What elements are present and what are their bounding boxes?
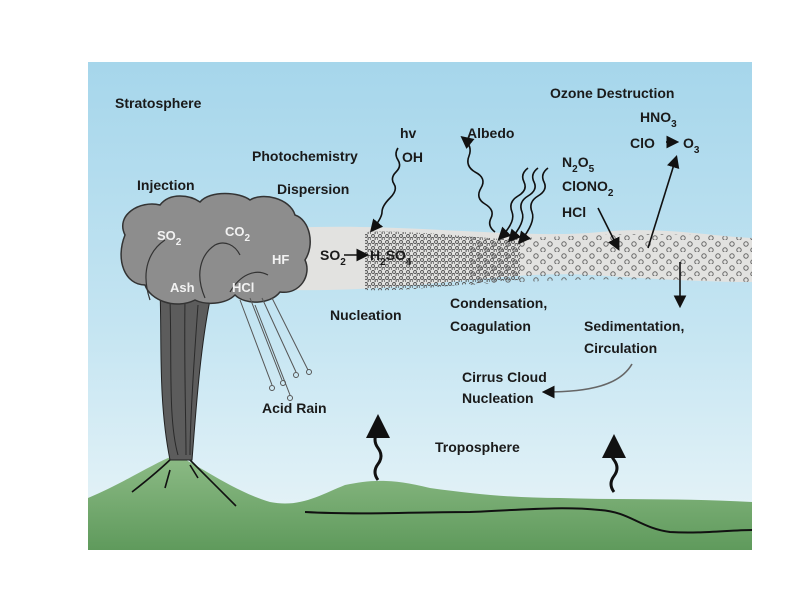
volcano-crack	[131, 454, 237, 507]
cirrus-nucleation-label: Nucleation	[462, 390, 534, 406]
heat-arrow-1	[366, 414, 390, 481]
solar-ray-3	[518, 167, 549, 245]
injection-label: Injection	[137, 177, 195, 193]
oh-label: OH	[402, 149, 423, 165]
cloud-hcl-label: HCl	[232, 280, 254, 295]
sparse-aerosol	[470, 233, 752, 285]
ground	[88, 455, 752, 550]
terrain-line	[304, 507, 753, 534]
hcl-arrow	[597, 207, 620, 251]
nucleation-label: Nucleation	[330, 307, 402, 323]
albedo-label: Albedo	[467, 125, 514, 141]
cloud-co2-label: CO2	[225, 224, 251, 244]
cloud-folds	[145, 239, 269, 301]
hv-label: hv	[400, 125, 417, 141]
sedimentation-label: Sedimentation,	[584, 318, 684, 334]
cloud-hf-label: HF	[272, 252, 289, 267]
cirrus-cloud-label: Cirrus Cloud	[462, 369, 547, 385]
n2o5-label: N2O5	[562, 154, 595, 175]
stratosphere-label: Stratosphere	[115, 95, 202, 111]
photochemistry-label: Photochemistry	[252, 148, 358, 164]
column-streaks	[169, 299, 199, 456]
ash-cloud	[120, 192, 311, 305]
condensation-label: Condensation,	[450, 295, 547, 311]
cloud-so2-label: SO2	[157, 228, 182, 248]
clo-label: ClO	[630, 135, 655, 151]
hcl-label: HCl	[562, 204, 586, 220]
coagulation-label: Coagulation	[450, 318, 531, 334]
process-arrows	[344, 135, 687, 493]
heat-arrow-2	[602, 434, 626, 493]
clono2-label: ClONO2	[562, 178, 614, 199]
cloud-ash-label: Ash	[170, 280, 195, 295]
o3-label: O3	[683, 135, 700, 156]
h2so4-label: H2SO4	[370, 247, 412, 268]
photochemistry-arrow	[369, 147, 401, 233]
ozone-arrow	[647, 154, 680, 249]
dispersion-label: Dispersion	[277, 181, 349, 197]
circulation-arrow	[541, 363, 633, 399]
acid-rain-label: Acid Rain	[262, 400, 327, 416]
hno3-label: HNO3	[640, 109, 677, 130]
solar-ray-2	[507, 167, 539, 243]
so2-label: SO2	[320, 247, 346, 268]
troposphere-label: Troposphere	[435, 439, 520, 455]
circulation-label: Circulation	[584, 340, 657, 356]
ozone-destruction-label: Ozone Destruction	[550, 85, 674, 101]
solar-ray-1	[497, 167, 529, 241]
acid-rain-streaks	[239, 297, 312, 401]
albedo-arrow	[460, 135, 496, 233]
